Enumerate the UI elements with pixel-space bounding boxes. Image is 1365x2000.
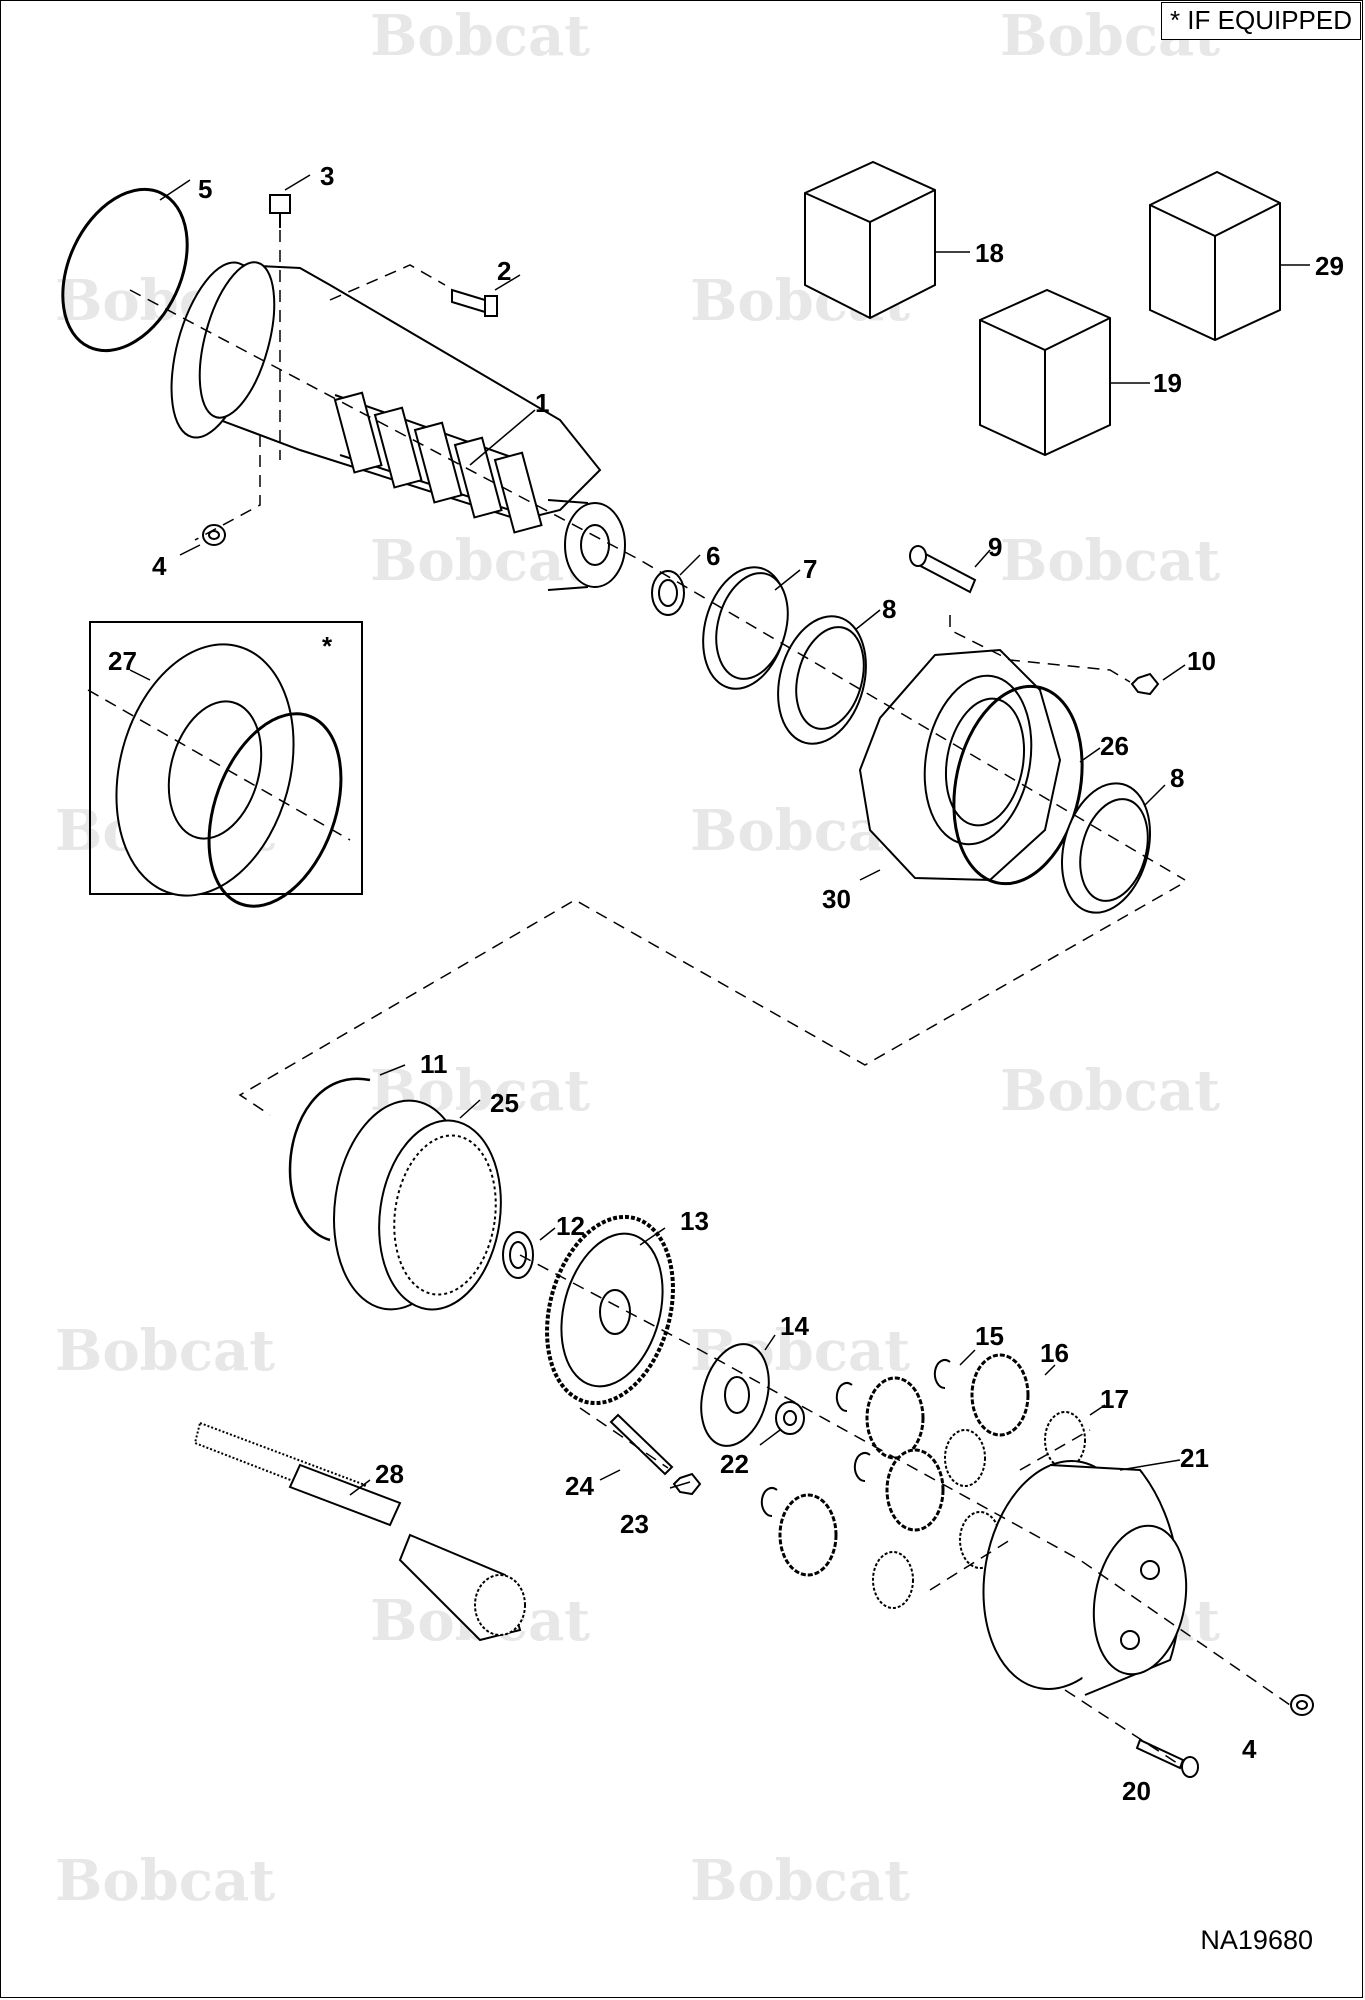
part-17-roller-bearing — [944, 1429, 986, 1487]
part-8-bearing-lower — [1060, 782, 1152, 914]
part-21-planet-carrier — [982, 1460, 1188, 1696]
callout-19: 19 — [1153, 368, 1182, 398]
part-10-nut — [1130, 672, 1160, 696]
watermark: Bobcat — [1000, 1058, 1220, 1124]
svg-text:Bobcat: Bobcat — [690, 1848, 910, 1914]
part-15-snap-ring — [835, 1382, 853, 1413]
part-16-planet-gear — [970, 1353, 1030, 1437]
callout-29: 29 — [1315, 251, 1344, 281]
inset-o-ring — [207, 712, 343, 908]
svg-text:Bobcat: Bobcat — [370, 528, 590, 594]
callout-6: 6 — [706, 541, 720, 571]
part-15-snap-ring — [760, 1487, 778, 1518]
part-17-roller-bearing — [872, 1551, 914, 1609]
callout-2: 2 — [497, 256, 511, 286]
callout-17: 17 — [1100, 1384, 1129, 1414]
part-16-planet-gear — [778, 1493, 838, 1577]
callout-7: 7 — [803, 554, 817, 584]
callout-16: 16 — [1040, 1338, 1069, 1368]
callout-labels: 5 3 2 1 4 6 7 8 9 10 26 8 30 27 * 18 19 … — [108, 161, 1344, 1806]
part-27-spacer-plate — [115, 643, 295, 897]
part-2-bolt — [451, 288, 498, 317]
note-marker: * — [1169, 5, 1181, 35]
part-15-snap-ring — [933, 1359, 951, 1390]
callout-11: 11 — [420, 1049, 448, 1079]
part-4-plug — [202, 524, 226, 546]
callout-27: 27 — [108, 646, 137, 676]
part-19-kit-box — [979, 288, 1111, 457]
part-25-ring-gear — [332, 1099, 502, 1311]
part-12-bushing — [502, 1231, 534, 1279]
part-8-bearing-upper — [777, 615, 867, 745]
watermark: Bobcat — [55, 1318, 275, 1384]
callout-9: 9 — [988, 532, 1002, 562]
callout-4: 4 — [152, 551, 167, 581]
callout-10: 10 — [1187, 646, 1216, 676]
callout-5: 5 — [198, 174, 212, 204]
callout-26: 26 — [1100, 731, 1129, 761]
part-29-kit-box — [1149, 170, 1281, 342]
inset-if-equipped-marker: * — [322, 631, 333, 661]
callout-13: 13 — [680, 1206, 709, 1236]
watermark: Bobcat — [690, 1848, 910, 1914]
callout-24: 24 — [565, 1471, 594, 1501]
callout-28: 28 — [375, 1459, 404, 1489]
part-9-stud-bolt — [909, 545, 977, 594]
callout-leaders — [129, 174, 1310, 1496]
watermark: Bobcat — [1000, 528, 1220, 594]
part-18-kit-box — [804, 160, 936, 320]
note-text: IF EQUIPPED — [1187, 5, 1352, 35]
callout-4: 4 — [1242, 1734, 1257, 1764]
watermark: Bobcat — [370, 3, 590, 69]
part-1-axle-tube — [170, 261, 626, 591]
part-22-washer — [775, 1401, 805, 1435]
watermark: Bobcat — [370, 528, 590, 594]
callout-23: 23 — [620, 1509, 649, 1539]
part-17-roller-bearing — [1044, 1411, 1086, 1469]
part-23-nut — [672, 1472, 702, 1496]
part-16-planet-gear — [885, 1448, 945, 1532]
callout-15: 15 — [975, 1321, 1004, 1351]
part-3-vent — [269, 194, 291, 228]
part-28-axle-shaft — [193, 1421, 526, 1642]
callout-22: 22 — [720, 1449, 749, 1479]
callout-1: 1 — [535, 388, 549, 418]
callout-8: 8 — [882, 594, 896, 624]
svg-text:Bobcat: Bobcat — [370, 3, 590, 69]
part-13-gear — [545, 1214, 675, 1406]
if-equipped-note: * IF EQUIPPED — [1160, 2, 1361, 40]
callout-30: 30 — [822, 884, 851, 914]
callout-18: 18 — [975, 238, 1004, 268]
callout-8: 8 — [1170, 763, 1184, 793]
watermark: Bobcat — [55, 1848, 275, 1914]
part-24-pin — [609, 1413, 674, 1476]
callout-20: 20 — [1122, 1776, 1151, 1806]
callout-25: 25 — [490, 1088, 519, 1118]
part-20-screw — [1135, 1738, 1199, 1778]
part-26-o-ring — [952, 684, 1084, 886]
callout-3: 3 — [320, 161, 334, 191]
figure-reference-code: NA19680 — [1200, 1925, 1313, 1955]
part-11-snap-ring — [288, 1077, 371, 1242]
part-14-thrust-plate — [700, 1343, 770, 1447]
explode-lines — [87, 230, 1291, 1766]
part-15-snap-ring — [853, 1452, 871, 1483]
svg-text:Bobcat: Bobcat — [1000, 1058, 1220, 1124]
callout-12: 12 — [556, 1211, 585, 1241]
part-5-o-ring — [61, 187, 189, 353]
part-16-planet-gear — [865, 1376, 925, 1460]
part-4-plug-lower — [1290, 1694, 1314, 1716]
svg-text:Bobcat: Bobcat — [55, 1848, 275, 1914]
svg-text:Bobcat: Bobcat — [1000, 528, 1220, 594]
part-6-seal — [651, 570, 685, 616]
callout-14: 14 — [780, 1311, 809, 1341]
callout-21: 21 — [1180, 1443, 1209, 1473]
svg-text:Bobcat: Bobcat — [55, 1318, 275, 1384]
